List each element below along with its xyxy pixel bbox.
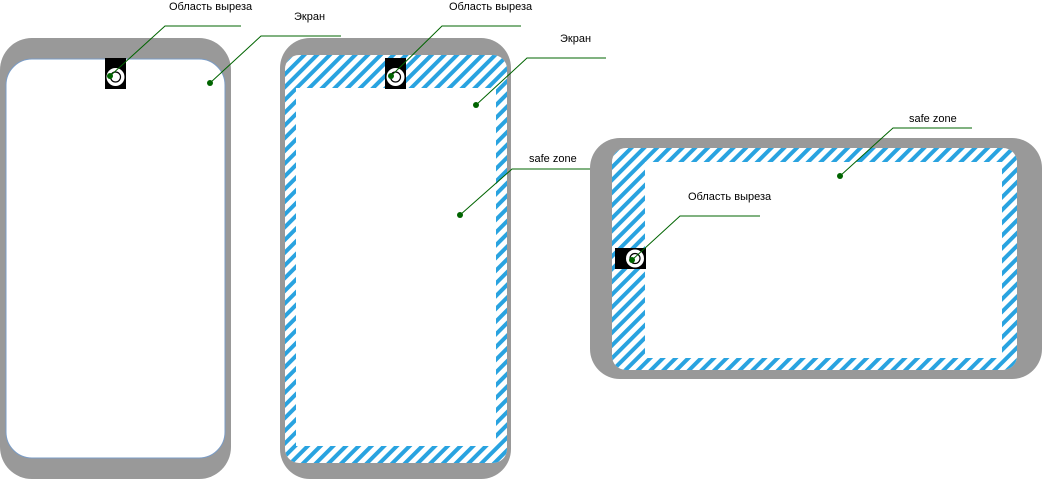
leader-safe-zone-2 bbox=[457, 168, 592, 218]
safe-zone bbox=[296, 88, 496, 446]
label-cutout-3: Область выреза bbox=[688, 191, 772, 203]
label-screen-2: Экран bbox=[560, 33, 591, 45]
safe-zone bbox=[645, 162, 1002, 358]
camera-cutout bbox=[105, 58, 126, 89]
leader-cutout-2 bbox=[388, 25, 521, 79]
camera-cutout bbox=[385, 58, 406, 89]
leader-screen-1 bbox=[207, 35, 341, 86]
label-cutout-2: Область выреза bbox=[449, 1, 533, 13]
phone-portrait-plain: Область выреза Экран bbox=[0, 1, 341, 479]
phone-portrait-safe-zone: Область выреза Экран safe zone bbox=[280, 1, 606, 479]
label-screen-1: Экран bbox=[294, 11, 325, 23]
camera-lens-icon bbox=[626, 249, 644, 268]
leader-cutout-1 bbox=[107, 25, 241, 79]
leader-cutout-3 bbox=[629, 215, 760, 263]
label-cutout-1: Область выреза bbox=[169, 1, 253, 13]
screen bbox=[5, 58, 226, 459]
leader-safe-zone-3 bbox=[837, 127, 972, 179]
label-safe-zone-3: safe zone bbox=[909, 113, 957, 125]
label-safe-zone-2: safe zone bbox=[529, 153, 577, 165]
leader-screen-2 bbox=[473, 57, 606, 108]
phone-landscape-safe-zone: Область выреза safe zone bbox=[590, 113, 1042, 379]
